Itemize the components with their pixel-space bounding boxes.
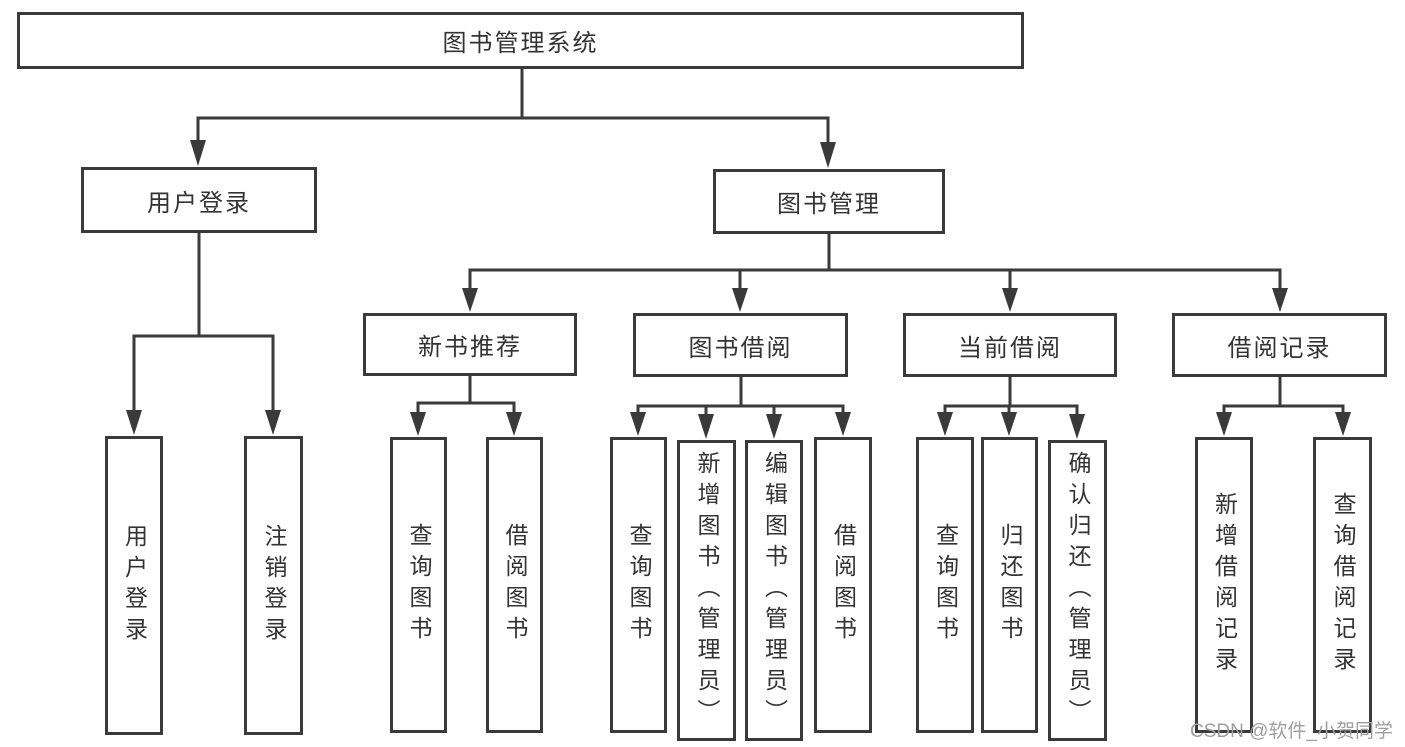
node-root-label: 图书管理系统 <box>442 30 599 57</box>
leaf-confirm-return-admin-label: 确认归还（管理员） <box>1065 451 1091 730</box>
leaf-query-borrow-record-label: 查询借阅记录 <box>1330 492 1356 678</box>
leaf-return-book-label: 归还图书 <box>997 523 1023 647</box>
node-book-borrowing: 图书借阅 <box>633 313 848 377</box>
leaf-add-book-admin: 新增图书（管理员） <box>677 440 736 741</box>
leaf-logout-label: 注销登录 <box>261 523 287 648</box>
leaf-user-login-label: 用户登录 <box>121 523 148 648</box>
leaf-query-books-borrowing: 查询图书 <box>610 437 667 733</box>
leaf-borrow-books-borrowing-label: 借阅图书 <box>830 523 857 647</box>
leaf-confirm-return-admin: 确认归还（管理员） <box>1048 440 1107 741</box>
node-borrowing-records-label: 借阅记录 <box>1227 334 1332 362</box>
csdn-watermark: CSDN @软件_小贺同学 <box>1190 721 1393 742</box>
leaf-edit-book-admin-label: 编辑图书（管理员） <box>761 451 788 730</box>
leaf-user-login: 用户登录 <box>105 436 163 735</box>
leaf-borrow-books-recommend-label: 借阅图书 <box>502 523 528 647</box>
leaf-return-book: 归还图书 <box>981 437 1038 733</box>
node-user-login: 用户登录 <box>81 167 317 233</box>
leaf-add-book-admin-label: 新增图书（管理员） <box>694 451 720 730</box>
node-book-management-label: 图书管理 <box>777 191 881 218</box>
leaf-borrow-books-borrowing: 借阅图书 <box>814 437 872 733</box>
leaf-query-books-recommend-label: 查询图书 <box>406 523 432 647</box>
node-user-login-label: 用户登录 <box>147 189 251 217</box>
leaf-query-books-recommend: 查询图书 <box>390 437 447 733</box>
node-borrowing-records: 借阅记录 <box>1172 313 1387 377</box>
node-book-borrowing-label: 图书借阅 <box>688 334 793 362</box>
node-root: 图书管理系统 <box>17 12 1024 69</box>
node-new-book-recommend: 新书推荐 <box>363 313 577 376</box>
leaf-query-borrow-record: 查询借阅记录 <box>1313 437 1372 733</box>
leaf-logout: 注销登录 <box>244 436 303 735</box>
leaf-query-books-current-label: 查询图书 <box>932 523 959 647</box>
leaf-add-borrow-record-label: 新增借阅记录 <box>1211 492 1238 678</box>
node-book-management: 图书管理 <box>713 169 945 234</box>
leaf-borrow-books-recommend: 借阅图书 <box>486 437 543 733</box>
node-new-book-recommend-label: 新书推荐 <box>418 334 522 361</box>
node-current-borrowing: 当前借阅 <box>903 313 1117 377</box>
leaf-add-borrow-record: 新增借阅记录 <box>1195 437 1253 733</box>
leaf-edit-book-admin: 编辑图书（管理员） <box>745 440 803 741</box>
leaf-query-books-current: 查询图书 <box>916 437 974 733</box>
leaf-query-books-borrowing-label: 查询图书 <box>626 523 652 647</box>
node-current-borrowing-label: 当前借阅 <box>958 334 1062 362</box>
